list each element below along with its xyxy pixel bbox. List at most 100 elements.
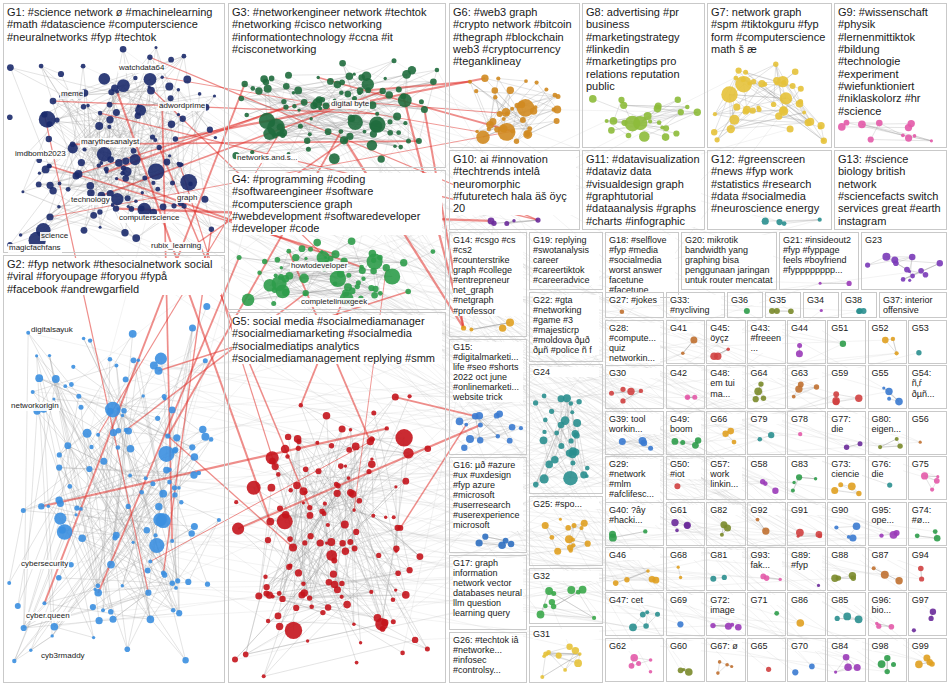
vertex-dot [743,108,749,114]
vertex-dot [380,88,386,94]
vertex-dot [430,78,437,85]
vertex-link [90,145,180,165]
cross-link [311,249,801,623]
vertex-link [862,124,915,136]
vertex-link [18,500,59,606]
vertex-dot [384,77,387,80]
vertex-dot [474,89,478,93]
vertex-dot [905,135,912,142]
vertex-dot [115,159,123,167]
cross-edge-layer [41,57,538,603]
cross-edge [98,257,239,592]
vertex-dot [348,115,355,122]
vertex-dot [806,118,814,126]
vertex-link [259,522,271,596]
vertex-dot [113,109,120,116]
vertex-dot [510,129,515,134]
vertex-dot [605,119,609,123]
vertex-link [662,112,680,127]
vertex-dot [610,117,618,125]
cross-link [281,268,889,485]
vertex-dot [58,71,64,77]
vertex-dot [775,82,779,86]
vertex-dot [107,156,114,163]
vertex-dot [310,102,317,109]
vertex-dot [556,94,561,99]
vertex-link [23,161,126,192]
vertex-dot [283,83,290,90]
vertex-dot [19,233,23,237]
vertex-dot [780,92,792,104]
vertex-link [382,624,428,649]
vertex-link [485,78,558,96]
vertex-dot [520,117,526,123]
vertex-dot [165,83,173,91]
vertex-link [372,428,387,459]
vertex-dot [498,123,516,141]
cross-link [79,396,932,664]
vertex-link [10,68,110,120]
vertex-dot [125,195,131,201]
vertex-dot [365,87,371,93]
vertex-link [903,135,932,141]
vertex-link [60,113,101,183]
cross-edge [238,425,480,529]
vertex-dot [242,81,248,87]
vertex-link [476,91,558,97]
vertex-link [301,405,409,453]
vertex-dot [306,147,311,152]
vertex-dot [721,86,737,102]
cross-link [289,75,881,447]
vertex-dot [21,190,24,193]
vertex-dot [733,104,740,111]
vertex-dot [673,130,679,136]
vertex-link [107,57,150,172]
vertex-link [304,593,402,653]
vertex-dot [387,119,392,124]
cross-link [332,446,936,532]
cross-link [71,385,899,581]
vertex-dot [648,119,652,123]
vertex-dot [729,115,739,125]
vertex-dot [164,159,171,166]
vertex-dot [416,138,422,144]
vertex-dot [95,122,103,130]
cross-edge [175,78,485,139]
vertex-dot [177,162,182,167]
vertex-dot [99,73,111,85]
vertex-dot [504,221,509,226]
vertex-dot [523,130,532,139]
vertex-dot [524,79,528,83]
vertex-link [372,439,406,595]
cross-link [49,124,798,536]
vertex-dot [798,86,804,92]
cross-link [288,353,897,437]
vertex-dot [747,81,751,85]
vertex-link [731,123,808,130]
cross-link [393,311,821,622]
vertex-dot [90,212,97,219]
vertex-link [784,111,824,140]
vertex-dot [298,124,303,129]
vertex-link [494,220,538,223]
vertex-dot [168,95,174,101]
vertex-link [549,647,570,653]
vertex-link [138,360,177,581]
cross-link [335,585,846,658]
vertex-dot [468,80,472,84]
cross-edge [44,84,244,603]
vertex-dot [135,113,141,119]
vertex-dot [736,68,742,74]
vertex-link [303,503,385,518]
vertex-link [24,333,29,628]
vertex-dot [304,138,310,144]
cross-link [356,532,885,575]
vertex-link [494,220,538,223]
vertex-link [879,123,903,135]
vertex-link [498,79,526,82]
vertex-layer [7,46,943,679]
vertex-dot [750,107,756,113]
vertex-dot [476,131,489,144]
cross-link [81,509,268,621]
vertex-dot [46,136,52,142]
